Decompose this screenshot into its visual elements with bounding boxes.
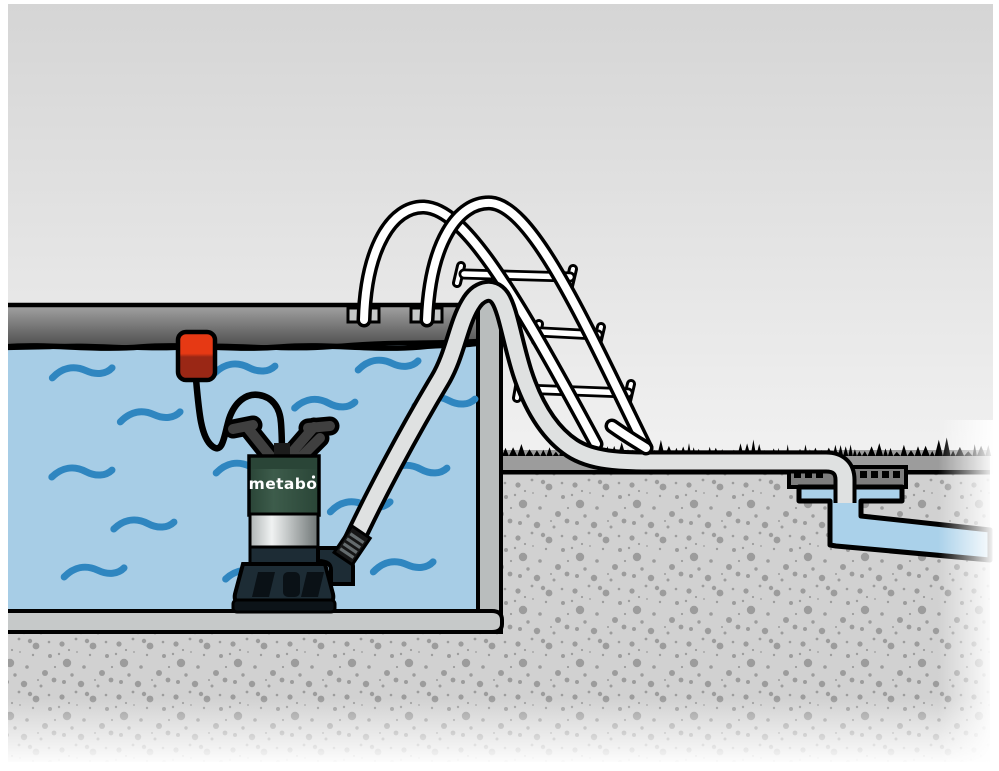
- wave-icon: [354, 356, 422, 374]
- wave-icon: [291, 395, 359, 412]
- drain-grate-slot: [805, 471, 812, 478]
- drain-grate-slot: [882, 471, 889, 478]
- drain-grate-slot: [871, 471, 878, 478]
- wave-icon: [48, 464, 116, 481]
- drain-grate-icon: [794, 471, 900, 478]
- waves-group: [48, 356, 479, 583]
- hose-clamp-icon: [331, 523, 373, 567]
- float-cable: [192, 378, 286, 458]
- pool-wall: [476, 294, 503, 634]
- drain-hose: [340, 279, 857, 552]
- wave-icon: [116, 408, 184, 426]
- pump-silver-band: [248, 512, 320, 549]
- pump-base: [231, 562, 337, 614]
- float-switch: [175, 329, 286, 458]
- metabo-logo-text: metabo: [249, 475, 318, 493]
- hose-body: [344, 283, 853, 551]
- pump-lower-body: [248, 545, 320, 566]
- wave-icon: [110, 516, 178, 533]
- pump-handle-icon: [223, 415, 340, 471]
- drain-grate-slot: [816, 471, 823, 478]
- float-switch-body-icon: [175, 329, 218, 383]
- drain-grate-slot: [860, 471, 867, 478]
- metabo-trademark-dot: [311, 475, 316, 479]
- water-line: [3, 340, 480, 351]
- wave-icon: [369, 558, 437, 576]
- pump: metabo: [223, 415, 355, 614]
- wave-icon: [48, 364, 116, 382]
- pool-floor-slab: [2, 609, 504, 634]
- ladder-rails: [356, 195, 654, 456]
- wave-icon: [60, 563, 128, 581]
- wave-icon: [211, 360, 279, 377]
- right-fade: [938, 420, 993, 766]
- bottom-fade: [4, 698, 993, 766]
- pump-body-shadow: [251, 458, 317, 469]
- drain-grate-slot: [794, 471, 801, 478]
- metabo-logo: metabo: [249, 475, 318, 493]
- drain-grate-slot: [893, 471, 900, 478]
- ground-soil: [4, 474, 990, 762]
- pool-coping: [1, 302, 482, 351]
- ladder: [346, 195, 654, 456]
